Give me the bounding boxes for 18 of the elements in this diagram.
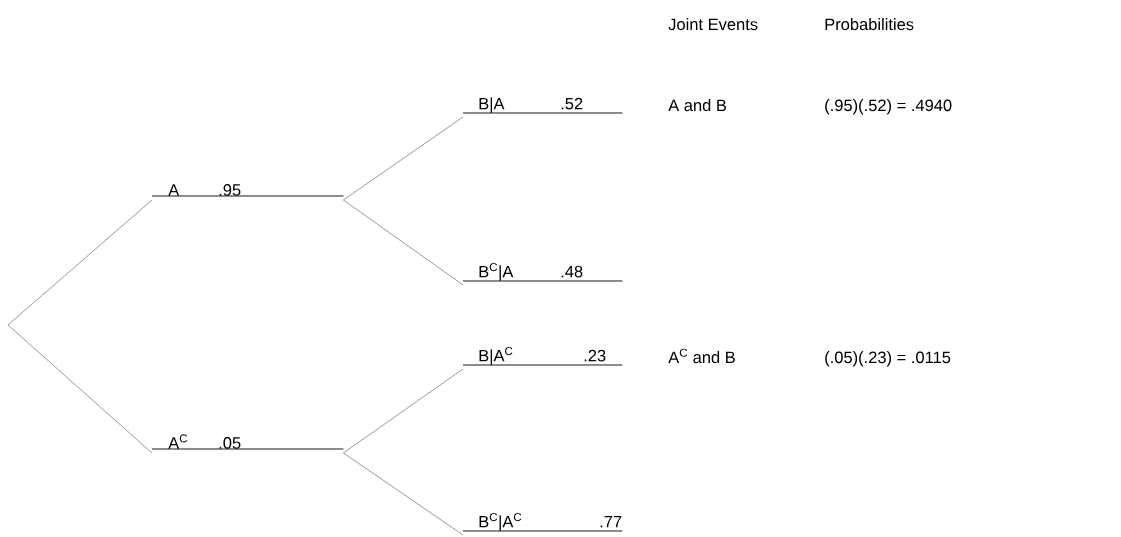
column-heading: Probabilities xyxy=(825,18,914,31)
branch-label: B$^{C}$|A .48 xyxy=(462,262,623,282)
branch-label: B$^{C}$|A$^{C}$ .77 xyxy=(462,512,623,532)
branch-label: B|A$^{C}$ .23 xyxy=(462,346,623,366)
branch-label: B|A .52 xyxy=(462,97,623,114)
branch-line xyxy=(343,199,464,286)
branch-line xyxy=(7,324,153,454)
branch-line xyxy=(7,199,153,326)
branch-line xyxy=(343,116,464,201)
table-cell: (.05)(.23) = .0115 xyxy=(825,351,951,367)
table-cell: A$^{C}$ and B xyxy=(668,348,735,364)
table-cell: (.95)(.52) = .4940 xyxy=(825,99,952,115)
branch-label: A .95 xyxy=(151,184,344,197)
branch-line xyxy=(343,452,464,536)
column-heading: Joint Events xyxy=(668,18,758,31)
table-cell: A and B xyxy=(668,99,726,112)
branch-line xyxy=(343,368,464,454)
branch-label: A$^{C}$ .05 xyxy=(151,434,344,450)
